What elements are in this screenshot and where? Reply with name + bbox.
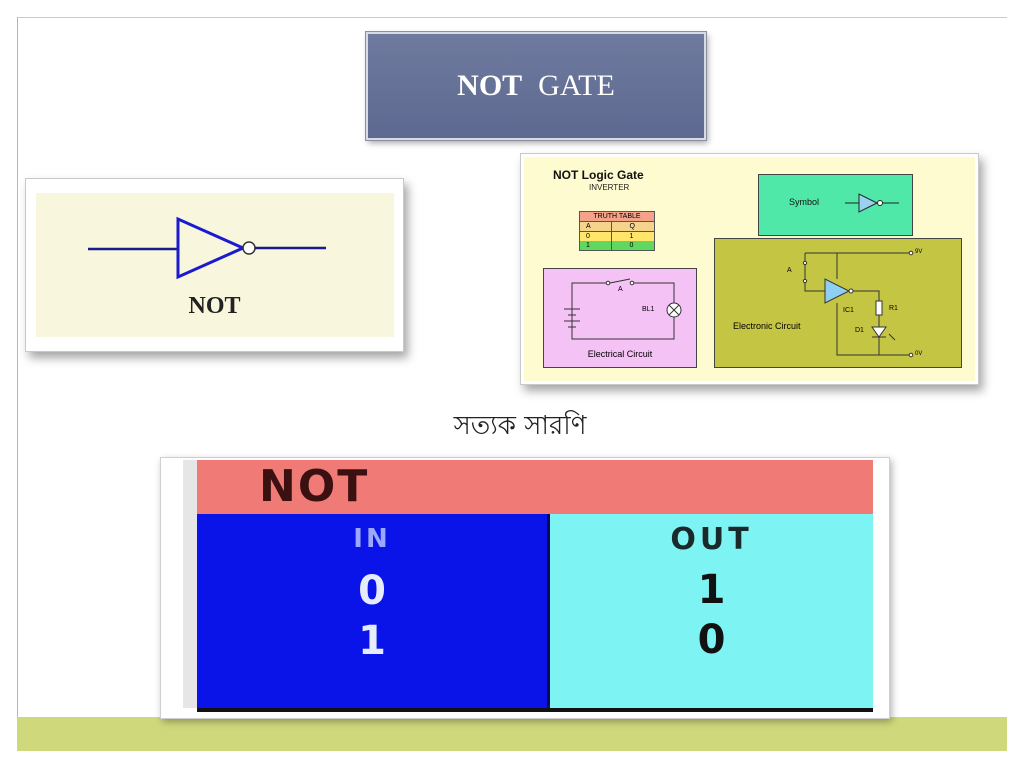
switch-label: A [618,286,623,293]
out-value: 1 [697,567,726,613]
electronic-caption: Electronic Circuit [733,321,801,331]
truth-table-caption: সত্যক সারণি [453,411,587,441]
electrical-caption: Electrical Circuit [587,349,653,359]
electrical-circuit-diagram [564,278,682,340]
mini-not-gate-icon [845,193,899,213]
lamp-label: BL1 [642,306,655,313]
mini-tt-col-q: Q [629,223,635,230]
r1-label: R1 [889,305,898,312]
in-value: 1 [358,618,386,664]
mini-tt-row: 0 1 [580,232,654,241]
mini-tt-col-a: A [580,222,612,231]
table-bottom-border [197,708,873,712]
electronic-circuit-diagram [802,250,914,358]
in-header: IN [353,524,391,554]
symbol-box: Symbol [758,174,913,236]
mini-tt-cell: 1 [580,241,612,250]
mini-truth-table: TRUTH TABLE A Q 0 1 1 0 [579,211,655,251]
footer-bar [17,717,1007,751]
out-column: OUT 1 0 [550,514,873,708]
in-column: IN 0 1 [197,514,550,708]
title-rest: GATE [538,69,615,102]
inverter-bubble [242,241,256,255]
truth-table-card: NOT IN 0 1 OUT 1 0 [160,457,890,719]
buffer-triangle [176,216,247,280]
in-value: 0 [358,568,386,614]
mini-tt-cell: 0 [629,242,634,249]
mini-tt-cell: 0 [580,232,612,241]
in-column-content: IN 0 1 [197,514,547,708]
title-bold: NOT [457,69,523,102]
mini-tt-row: 1 0 [580,241,654,250]
v0-label: 0V [915,351,923,357]
slide-title: NOT GATE [366,32,706,140]
electrical-circuit-box: A BL1 Electrical Circuit [543,268,697,368]
diagram-title: NOT Logic Gate [553,168,644,182]
table-left-edge [183,460,198,708]
diagram-subtitle: INVERTER [589,183,630,192]
not-logic-diagram-card: NOT Logic Gate INVERTER TRUTH TABLE A Q … [520,153,979,385]
out-header: OUT [670,522,753,557]
not-symbol-card: NOT [25,178,404,352]
d1-label: D1 [855,327,864,334]
symbol-label: NOT [188,293,241,319]
symbol-card-bg [36,193,394,337]
mini-tt-head: A Q [580,222,654,232]
input-a-label: A [787,267,792,274]
v9-label: 9V [915,249,923,255]
out-column-content: OUT 1 0 [550,514,873,708]
slide-frame-left [17,17,18,717]
mini-tt-title: TRUTH TABLE [580,212,654,222]
truth-table-title: NOT [197,460,873,514]
symbol-box-label: Symbol [789,197,820,207]
electronic-circuit-box: A 9V IC1 R1 D1 0V Electronic Circuit [714,238,962,368]
slide-frame-top [17,17,1007,18]
out-value: 0 [697,617,726,663]
ic1-label: IC1 [843,307,854,314]
not-gate-symbol [36,193,394,337]
mini-tt-cell: 1 [629,233,634,240]
